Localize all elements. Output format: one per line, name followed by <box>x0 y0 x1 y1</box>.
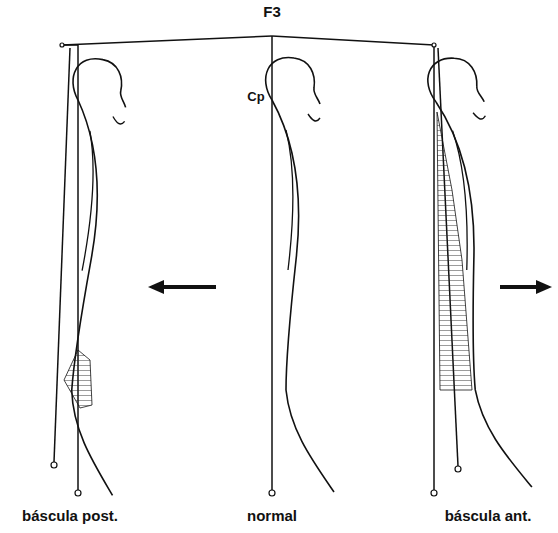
direction-arrow <box>500 280 552 294</box>
point-label: F3 <box>262 4 282 21</box>
caption-label: báscula ant. <box>445 508 532 525</box>
caption-label: normal <box>247 508 297 525</box>
plumb-lines <box>54 36 458 490</box>
point-label: Cp <box>246 90 265 104</box>
caption-label: báscula post. <box>22 508 118 525</box>
direction-arrow <box>148 280 216 294</box>
hatched-area <box>64 350 92 408</box>
plumb-bobs <box>51 43 461 496</box>
